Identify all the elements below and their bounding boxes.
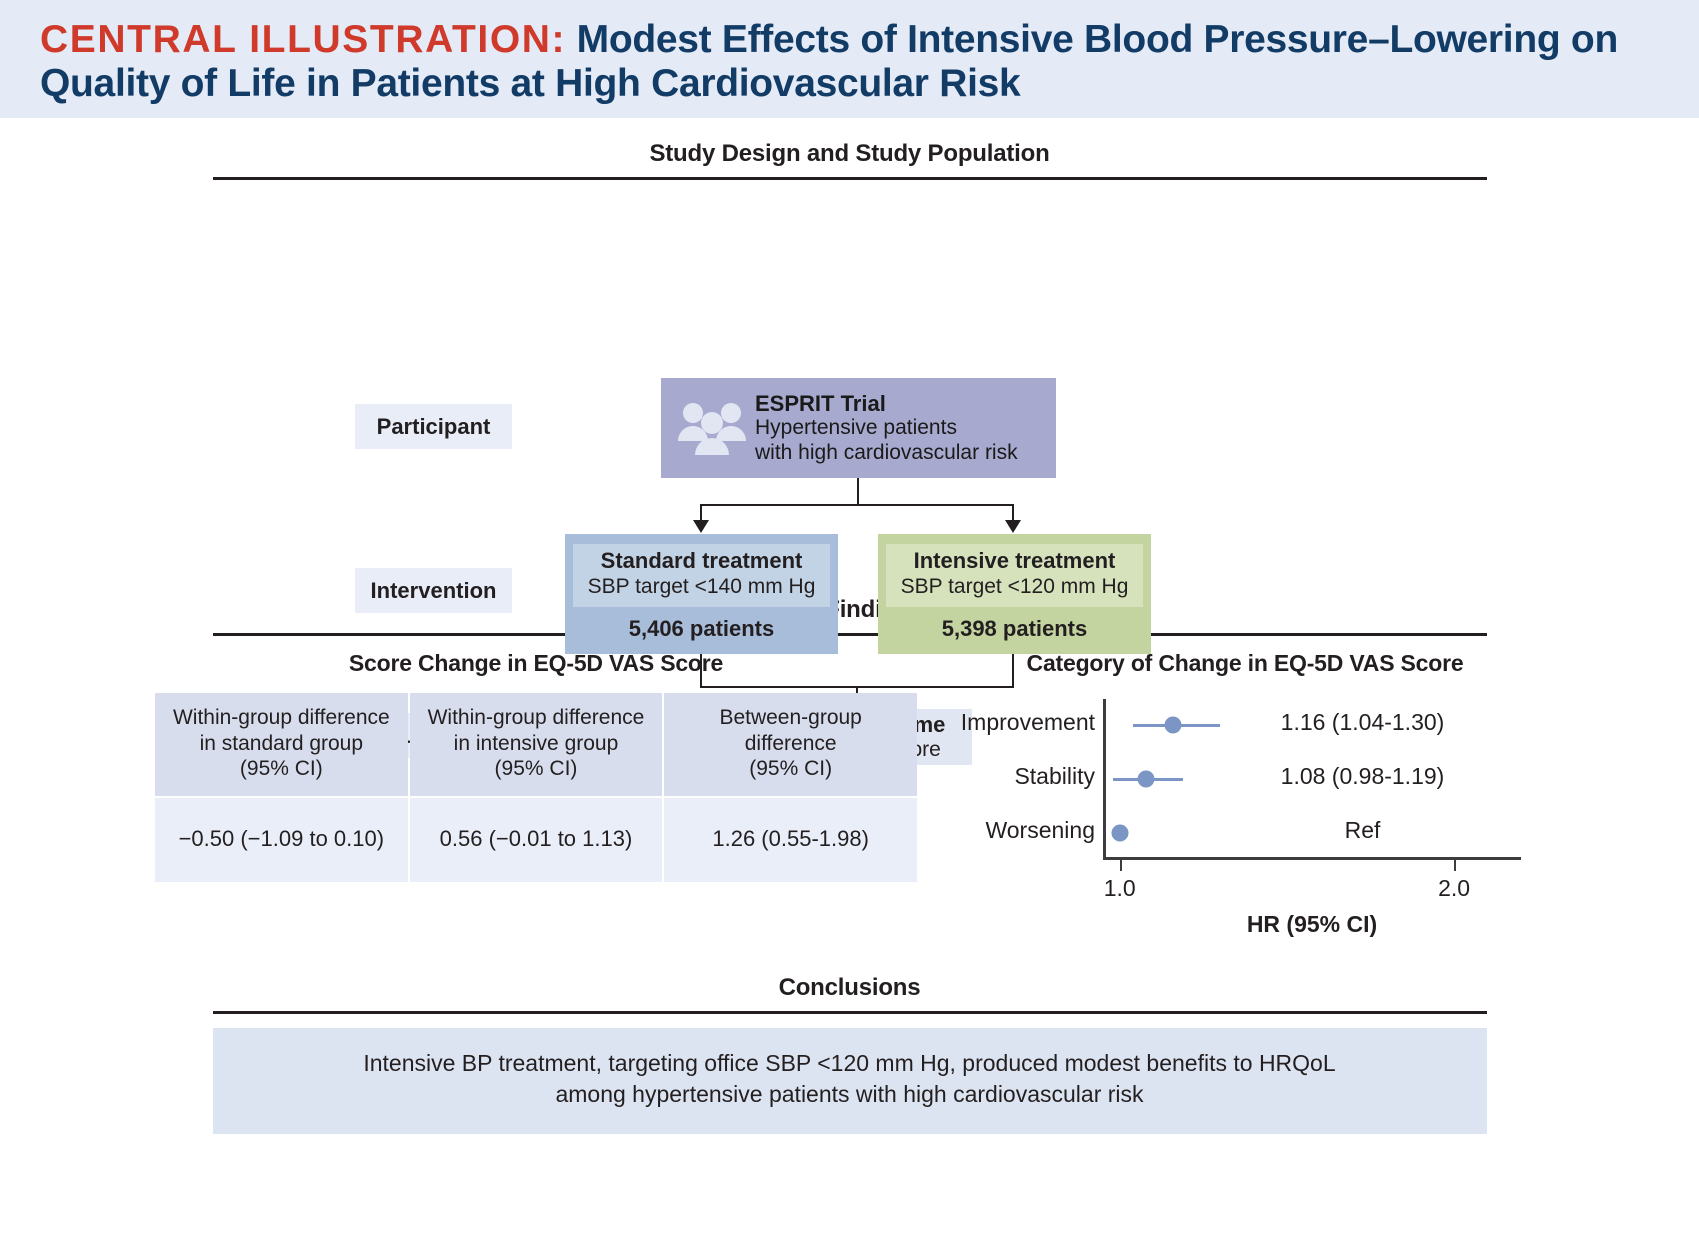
intensive-treatment-title: Intensive treatment [913,548,1116,573]
forest-axis-vertical [1103,699,1106,857]
connector-standard-to-outcome [700,654,702,688]
score-change-panel: Score Change in EQ-5D VAS Score Within-g… [153,650,919,884]
standard-treatment-inner: Standard treatment SBP target <140 mm Hg [573,544,830,607]
forest-xaxis-label: HR (95% CI) [1246,911,1378,937]
study-flow-diagram: Participant Intervention Outcome ESPRIT … [0,180,1699,765]
arrowhead-intensive [1005,520,1021,533]
connector-participant-stem [857,478,859,504]
forest-point-improvement [1164,716,1182,734]
conclusion-line-1: Intensive BP treatment, targeting office… [363,1050,1336,1076]
participant-desc-line2: with high cardiovascular risk [755,440,1018,464]
forest-tick-1 [1454,860,1457,871]
connector-standard-drop [700,504,702,521]
forest-plot-title: Category of Change in EQ-5D VAS Score [1026,650,1464,676]
connector-split-horizontal [701,504,1013,506]
forest-plot-panel: Category of Change in EQ-5D VAS Score HR… [940,650,1550,953]
participant-desc-line1: Hypertensive patients [755,416,957,440]
table-header-intensive: Within-group difference in intensive gro… [409,693,663,796]
people-group-icon [678,403,746,455]
conclusion-text-box: Intensive BP treatment, targeting office… [212,1028,1487,1135]
key-findings-content: Score Change in EQ-5D VAS Score Within-g… [0,650,1699,980]
table-header-between: Between-group difference (95% CI) [664,693,917,796]
intensive-treatment-target: SBP target <120 mm Hg [900,575,1129,599]
conclusions-section: Conclusions Intensive BP treatment, targ… [0,974,1699,1135]
forest-tick-label-1: 2.0 [1438,875,1471,901]
stage-label-intervention: Intervention [355,568,512,613]
conclusions-heading: Conclusions [778,974,921,1001]
intensive-treatment-box: Intensive treatment SBP target <120 mm H… [878,534,1151,654]
forest-point-worsening [1111,824,1129,842]
central-illustration-label: CENTRAL ILLUSTRATION: [40,18,567,61]
standard-treatment-target: SBP target <140 mm Hg [587,575,816,599]
conclusions-divider [212,1011,1487,1014]
participant-box: ESPRIT Trial Hypertensive patients with … [661,378,1056,478]
value-intensive-within: 0.56 (−0.01 to 1.13) [409,797,663,882]
forest-plot: HR (95% CI) Improvement 1.16 (1.04-1.30) S… [940,693,1550,953]
key-findings-divider [212,633,1487,636]
forest-value-stability: 1.08 (0.98-1.19) [1280,763,1445,789]
study-design-section: Study Design and Study Population Partic… [0,140,1699,765]
key-findings-heading: Key Findings [775,596,924,623]
table-header-row: Within-group difference in standard grou… [155,693,917,796]
connector-intensive-drop [1012,504,1014,521]
central-illustration-header: CENTRAL ILLUSTRATION: Modest Effects of … [0,0,1699,118]
stage-label-participant: Participant [355,404,512,449]
illustration-title: Modest Effects of Intensive Blood Pressu… [40,18,1618,106]
forest-value-worsening: Ref [1344,817,1381,843]
value-between-group: 1.26 (0.55-1.98) [664,797,917,882]
participant-trial-name: ESPRIT Trial [755,390,886,416]
score-change-table: Within-group difference in standard grou… [153,691,919,884]
table-row: −0.50 (−1.09 to 0.10) 0.56 (−0.01 to 1.1… [155,797,917,882]
study-design-divider [212,177,1487,180]
page-title: CENTRAL ILLUSTRATION: Modest Effects of … [40,18,1659,107]
forest-tick-0 [1119,860,1122,871]
score-change-title: Score Change in EQ-5D VAS Score [348,650,724,676]
conclusion-line-2: among hypertensive patients with high ca… [555,1081,1144,1108]
intensive-treatment-inner: Intensive treatment SBP target <120 mm H… [886,544,1143,607]
forest-row-label-improvement: Improvement [960,709,1095,735]
forest-tick-label-0: 1.0 [1103,875,1136,901]
intensive-treatment-patients: 5,398 patients [941,615,1088,641]
connector-intensive-to-outcome [1012,654,1014,688]
study-design-heading: Study Design and Study Population [649,140,1050,167]
standard-treatment-patients: 5,406 patients [628,615,775,641]
arrowhead-standard [693,520,709,533]
table-header-standard: Within-group difference in standard grou… [155,693,408,796]
forest-row-label-worsening: Worsening [985,817,1095,843]
value-standard-within: −0.50 (−1.09 to 0.10) [155,797,408,882]
forest-point-stability [1137,770,1155,788]
standard-treatment-title: Standard treatment [600,548,803,573]
forest-axis-horizontal [1103,857,1521,860]
forest-row-label-stability: Stability [1014,763,1095,789]
forest-value-improvement: 1.16 (1.04-1.30) [1280,709,1445,735]
standard-treatment-box: Standard treatment SBP target <140 mm Hg… [565,534,838,654]
key-findings-section: Key Findings Score Change in EQ-5D VAS S… [0,596,1699,980]
